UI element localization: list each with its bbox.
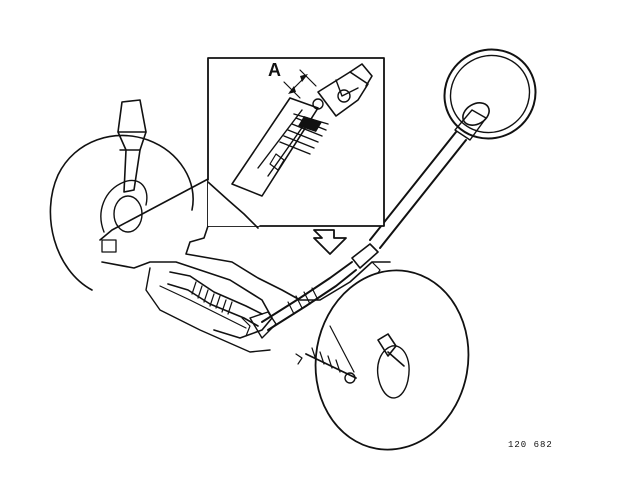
steering-rack <box>167 271 277 339</box>
dimension-label-a: A <box>268 60 281 80</box>
left-strut <box>117 99 147 193</box>
figure-reference-code: 120 682 <box>508 440 553 450</box>
steering-column-lower <box>261 243 379 331</box>
steering-shaft-upper <box>369 109 487 249</box>
right-tie-rod <box>305 325 405 384</box>
rack-gaiter <box>191 281 233 315</box>
right-wheel <box>314 269 470 451</box>
linkage-detail <box>241 317 303 365</box>
detail-inset <box>207 57 385 229</box>
left-wheel <box>49 134 194 291</box>
steering-wheel <box>443 48 537 140</box>
callout-arrow <box>313 229 347 255</box>
